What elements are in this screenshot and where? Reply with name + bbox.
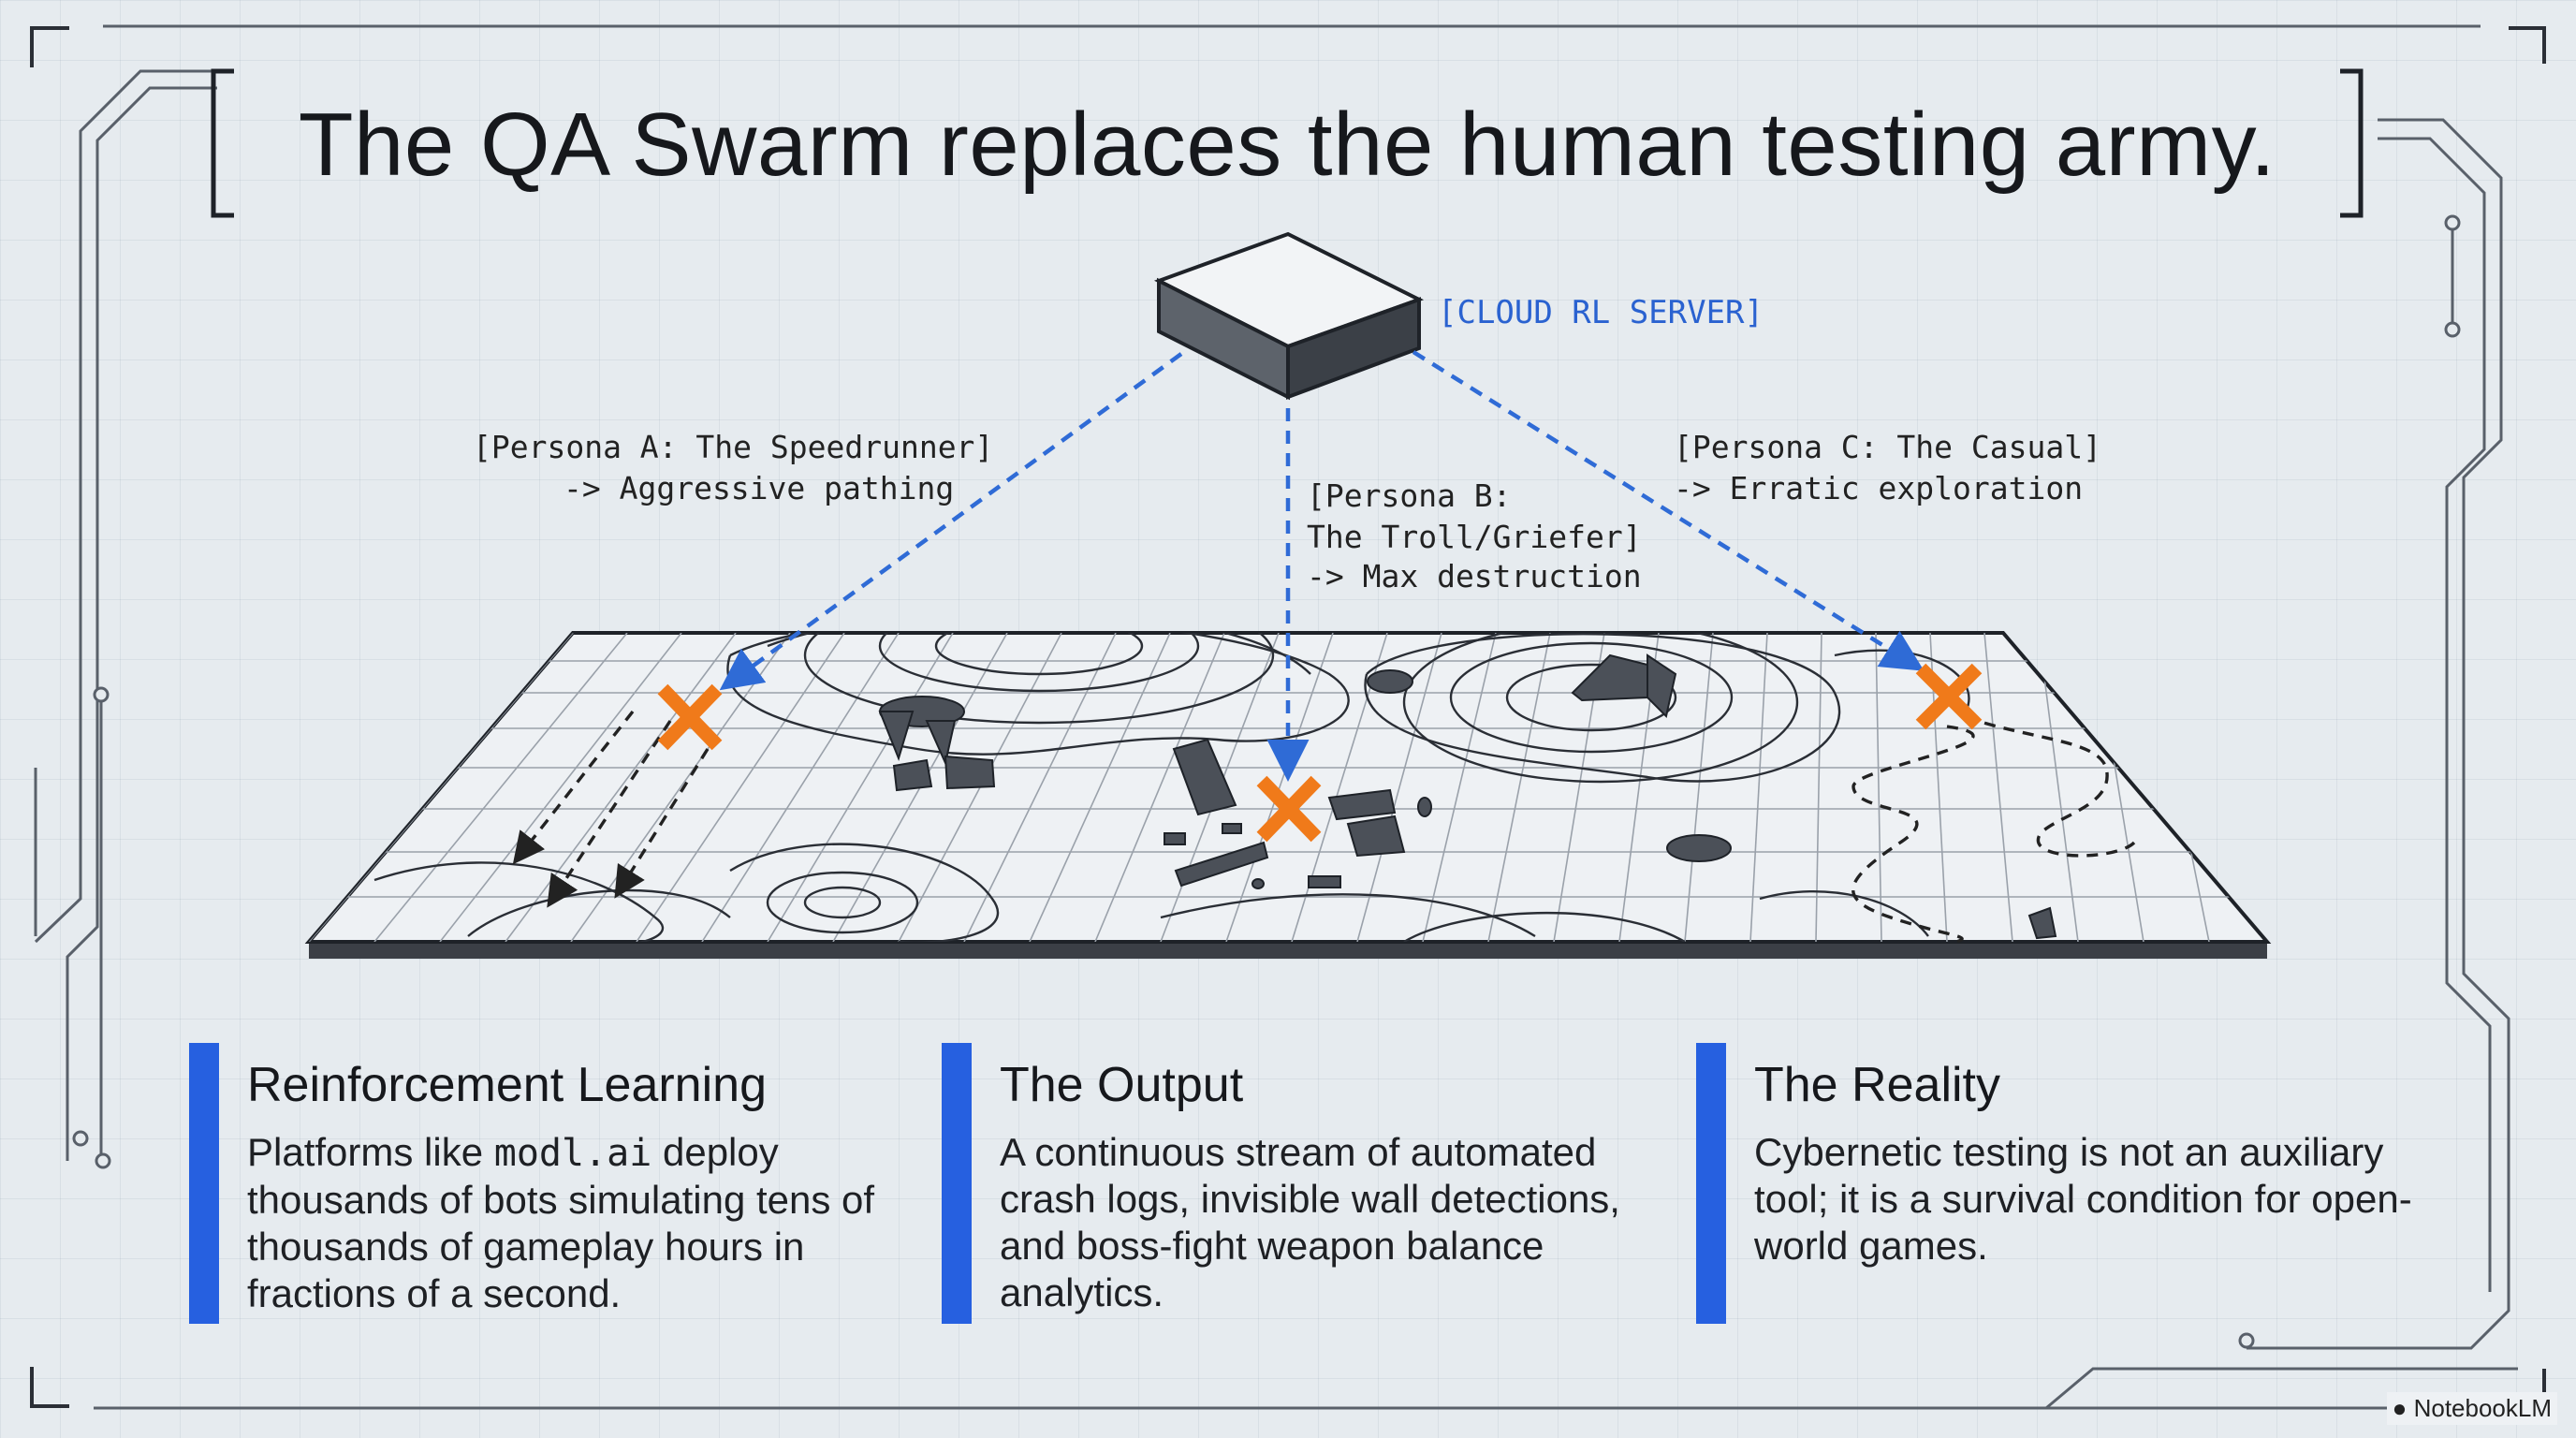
persona-c-marker-icon [1915, 663, 1983, 730]
persona-a-marker-icon [657, 683, 723, 751]
persona-b-marker-icon [1256, 775, 1322, 843]
card-reality: The Reality Cybernetic testing is not an… [1696, 1043, 2412, 1324]
card-accent-bar [942, 1043, 972, 1324]
server-block-icon [1153, 231, 1425, 401]
persona-c-behavior: -> Erratic exploration [1674, 470, 2084, 506]
card-reinforcement-learning: Reinforcement Learning Platforms like mo… [189, 1043, 900, 1324]
platform-name: modl.ai [493, 1132, 652, 1175]
notebooklm-watermark: ● NotebookLM [2386, 1392, 2557, 1425]
card-body: Platforms like modl.ai deploy thousands … [247, 1130, 875, 1315]
persona-b-name-line1: [Persona B: [1307, 477, 1512, 514]
persona-c-name: [Persona C: The Casual] [1674, 429, 2101, 465]
card-body: A continuous stream of automated crash l… [1000, 1130, 1620, 1314]
card-heading: Reinforcement Learning [247, 1058, 767, 1112]
card-output: The Output A continuous stream of automa… [942, 1043, 1653, 1324]
card-heading: The Output [1000, 1058, 1244, 1112]
card-body: Cybernetic testing is not an auxiliary t… [1754, 1130, 2412, 1268]
persona-b-behavior: -> Max destruction [1307, 558, 1642, 594]
persona-b-name-line2: The Troll/Griefer] [1307, 519, 1642, 555]
persona-a-name: [Persona A: The Speedrunner] [473, 429, 994, 465]
card-accent-bar [1696, 1043, 1726, 1324]
card-accent-bar [189, 1043, 219, 1324]
page-title: The QA Swarm replaces the human testing … [298, 95, 2276, 195]
persona-a-behavior: -> Aggressive pathing [564, 470, 955, 506]
card-heading: The Reality [1754, 1058, 2000, 1112]
server-label: [CLOUD RL SERVER] [1438, 294, 1764, 331]
